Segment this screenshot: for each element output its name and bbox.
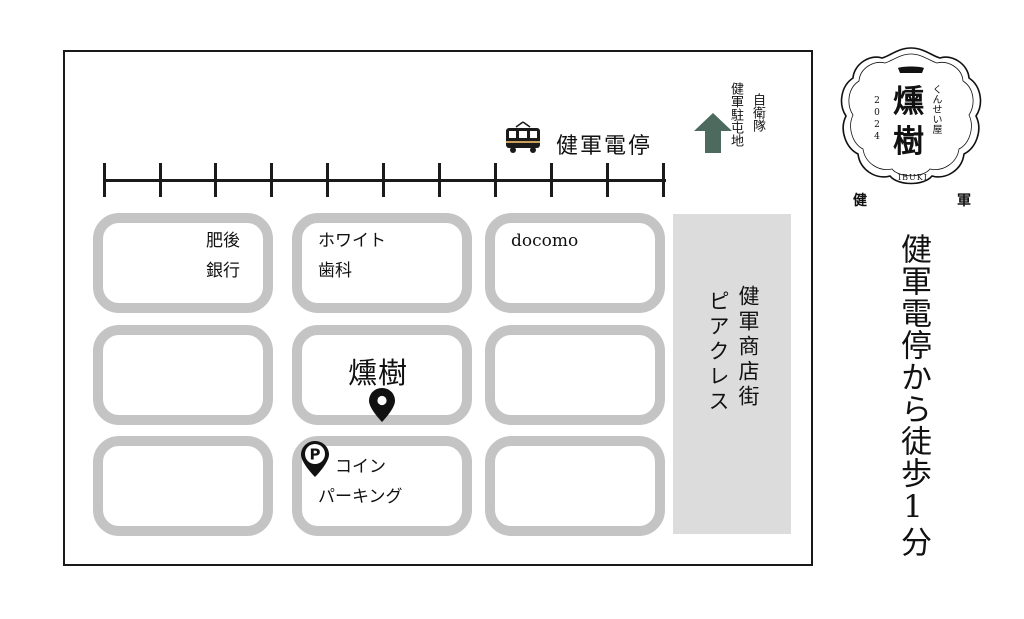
block-label-line: ホワイト (318, 231, 386, 251)
city-block (292, 213, 472, 313)
city-block (485, 325, 665, 425)
city-block (485, 436, 665, 536)
logo-char-1: 燻 (893, 84, 924, 120)
higo-bank-label: 肥後 銀行 (206, 226, 240, 286)
city-block (485, 213, 665, 313)
logo-char-2: 樹 (893, 124, 924, 160)
tram-rail-line (104, 179, 666, 182)
rail-tick (662, 163, 665, 197)
parking-pin-icon: P (301, 441, 329, 477)
logo-left-char: 健 (853, 193, 867, 209)
rail-tick (270, 163, 273, 197)
block-label-line: 肥後 (206, 231, 240, 251)
map-pin-icon (369, 388, 395, 422)
parking-label-line: コイン (335, 457, 386, 477)
block-label-line: docomo (511, 231, 579, 251)
rail-tick (382, 163, 385, 197)
rail-tick (103, 163, 106, 197)
kengun-base-label: 健軍駐屯地 (728, 82, 743, 147)
up-arrow-icon (694, 113, 732, 153)
map-frame (63, 50, 813, 566)
parking-symbol: P (310, 446, 321, 464)
block-label-line: 歯科 (318, 261, 352, 281)
rail-tick (214, 163, 217, 197)
rail-tick (606, 163, 609, 197)
rail-tick (550, 163, 553, 197)
parking-label-line: パーキング (318, 487, 403, 507)
tram-icon (506, 121, 540, 153)
docomo-label: docomo (511, 226, 578, 256)
coin-parking-label: コイン パーキング (318, 452, 403, 512)
logo-romaji: IBUKI (898, 173, 928, 182)
sdf-label: 自衛隊 (750, 93, 765, 132)
logo-right-char: 軍 (957, 193, 971, 209)
city-block (93, 436, 273, 536)
walk-time-text: 健軍電停から徒歩1分 (895, 233, 931, 558)
city-block (93, 213, 273, 313)
block-label-line: 銀行 (206, 261, 240, 281)
tram-stop-label: 健軍電停 (556, 134, 653, 159)
shopping-street (673, 214, 791, 534)
city-block (93, 325, 273, 425)
ibuki-logo (840, 47, 982, 185)
shop-name: 燻樹 (348, 356, 409, 390)
arcade-subname: ピアクレス (706, 290, 730, 415)
rail-tick (438, 163, 441, 197)
arcade-name: 健軍商店街 (736, 285, 760, 410)
logo-year: 2024 (872, 96, 882, 144)
rail-tick (326, 163, 329, 197)
rail-tick (159, 163, 162, 197)
logo-reading: くんせい屋 (930, 84, 941, 134)
rail-tick (494, 163, 497, 197)
white-dental-label: ホワイト 歯科 (318, 226, 386, 286)
